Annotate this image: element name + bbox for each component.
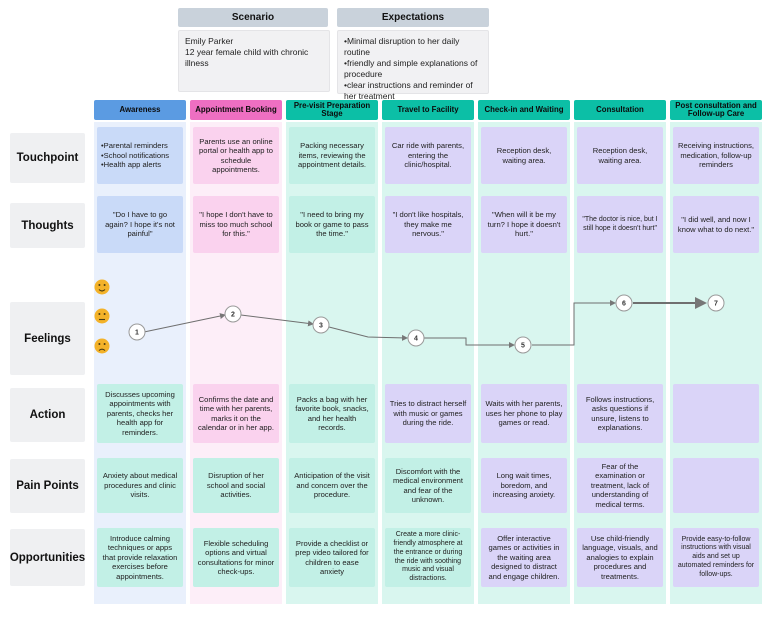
row-label-feelings: Feelings (10, 302, 85, 375)
stage-header-previsit: Pre-visit Preparation Stage (286, 100, 378, 120)
pain-checkin-card: Long wait times, boredom, and increasing… (481, 458, 567, 513)
action-travel-card: Tries to distract herself with music or … (385, 384, 471, 443)
opps-post-card: Provide easy-to-follow instructions with… (673, 528, 759, 587)
action-awareness-card: Discusses upcoming appointments with par… (97, 384, 183, 443)
expectation-item: friendly and simple explanations of proc… (344, 58, 482, 80)
touchpoint-item: Health app alerts (101, 160, 161, 169)
opps-travel-card: Create a more clinic-friendly atmosphere… (385, 528, 471, 587)
touchpoint-consultation-card: Reception desk, waiting area. (577, 127, 663, 184)
scenario-content: Emily Parker 12 year female child with c… (178, 30, 330, 92)
action-previsit-card: Packs a bag with her favorite book, snac… (289, 384, 375, 443)
pain-post-card (673, 458, 759, 513)
opps-previsit-card: Provide a checklist or prep video tailor… (289, 528, 375, 587)
touchpoint-item: School notifications (101, 151, 169, 160)
row-label-thoughts: Thoughts (10, 203, 85, 248)
pain-travel-card: Discomfort with the medical environment … (385, 458, 471, 513)
pain-previsit-card: Anticipation of the visit and concern ov… (289, 458, 375, 513)
action-checkin-card: Waits with her parents, uses her phone t… (481, 384, 567, 443)
opps-consultation-card: Use child-friendly language, visuals, an… (577, 528, 663, 587)
expectation-item: Minimal disruption to her daily routine (344, 36, 482, 58)
stage-header-awareness: Awareness (94, 100, 186, 120)
stage-header-consultation: Consultation (574, 100, 666, 120)
touchpoint-item: Parental reminders (101, 141, 168, 150)
thoughts-checkin-card: "When will it be my turn? I hope it does… (481, 196, 567, 253)
thoughts-previsit-card: "I need to bring my book or game to pass… (289, 196, 375, 253)
expectations-header: Expectations (337, 8, 489, 27)
pain-booking-card: Disruption of her school and social acti… (193, 458, 279, 513)
row-label-touchpoint: Touchpoint (10, 133, 85, 183)
touchpoint-checkin-card: Reception desk, waiting area. (481, 127, 567, 184)
thoughts-booking-card: "I hope I don't have to miss too much sc… (193, 196, 279, 253)
stage-header-travel: Travel to Facility (382, 100, 474, 120)
touchpoint-awareness-card: Parental reminders School notifications … (97, 127, 183, 184)
action-consultation-card: Follows instructions, asks questions if … (577, 384, 663, 443)
expectation-item: clear instructions and reminder of her t… (344, 80, 482, 102)
scenario-header: Scenario (178, 8, 328, 27)
opps-checkin-card: Offer interactive games or activities in… (481, 528, 567, 587)
pain-consultation-card: Fear of the examination or treatment, la… (577, 458, 663, 513)
touchpoint-booking-card: Parents use an online portal or health a… (193, 127, 279, 184)
touchpoint-previsit-card: Packing necessary items, reviewing the a… (289, 127, 375, 184)
pain-awareness-card: Anxiety about medical procedures and cli… (97, 458, 183, 513)
opps-booking-card: Flexible scheduling options and virtual … (193, 528, 279, 587)
scenario-name: Emily Parker (185, 36, 234, 46)
thoughts-consultation-card: "The doctor is nice, but I still hope it… (577, 196, 663, 253)
expectations-content: Minimal disruption to her daily routine … (337, 30, 489, 101)
thoughts-awareness-card: "Do I have to go again? I hope it's not … (97, 196, 183, 253)
scenario-description: 12 year female child with chronic illnes… (185, 47, 309, 69)
stage-header-appointment-booking: Appointment Booking (190, 100, 282, 120)
action-post-card (673, 384, 759, 443)
stage-header-checkin: Check-in and Waiting (478, 100, 570, 120)
opps-awareness-card: Introduce calming techniques or apps tha… (97, 528, 183, 587)
stage-header-post-consultation: Post consultation and Follow-up Care (670, 100, 762, 120)
thoughts-post-card: "I did well, and now I know what to do n… (673, 196, 759, 253)
row-label-opportunities: Opportunities (10, 529, 85, 586)
row-label-pain-points: Pain Points (10, 459, 85, 513)
thoughts-travel-card: "I don't like hospitals, they make me ne… (385, 196, 471, 253)
action-booking-card: Confirms the date and time with her pare… (193, 384, 279, 443)
touchpoint-post-card: Receiving instructions, medication, foll… (673, 127, 759, 184)
touchpoint-travel-card: Car ride with parents, entering the clin… (385, 127, 471, 184)
row-label-action: Action (10, 388, 85, 442)
